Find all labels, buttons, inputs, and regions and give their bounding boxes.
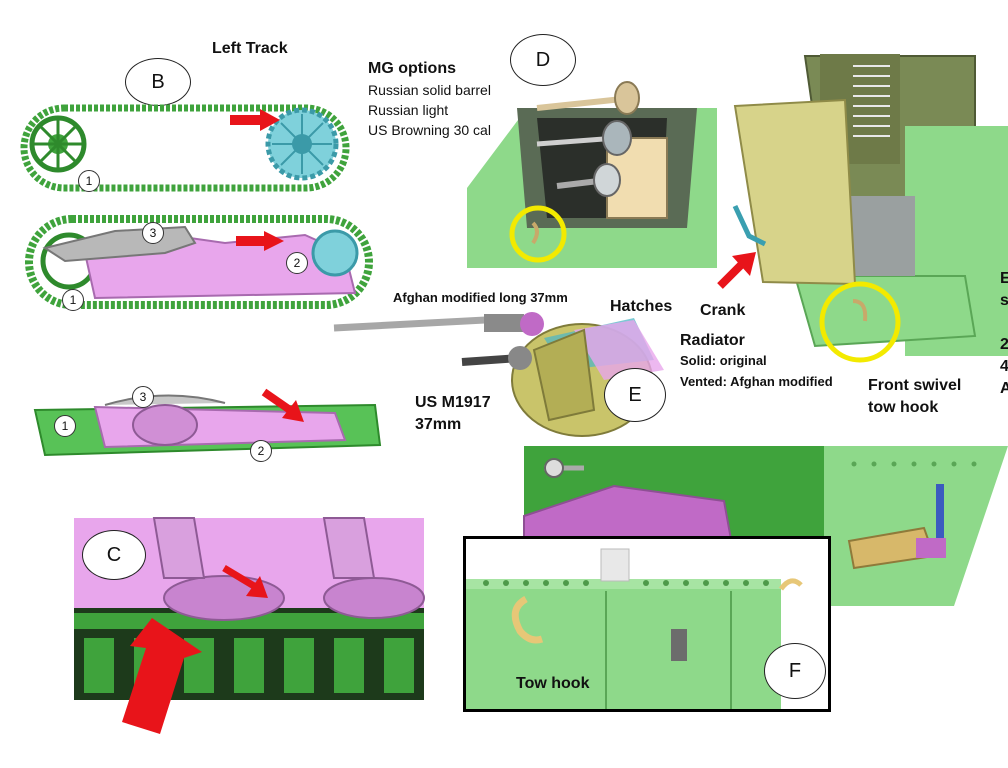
crank-label: Crank: [700, 302, 746, 319]
mg-mount-illustration: [467, 81, 717, 268]
red-arrow-icon: [236, 231, 284, 251]
red-arrow-icon: [261, 388, 304, 422]
edge-char-2: s: [1000, 292, 1008, 309]
callout-b: B: [125, 58, 191, 106]
red-arrow-icon: [717, 252, 756, 289]
red-arrow-icon: [222, 564, 268, 598]
radiator-illustration: [732, 54, 1008, 363]
part-number-1: 1: [78, 170, 100, 192]
callout-d: D: [510, 34, 576, 86]
us-m1917-caliber-label: 37mm: [415, 416, 462, 433]
red-arrow-icon: [230, 109, 280, 131]
mg-option-2: Russian light: [368, 102, 449, 118]
edge-char-1: E: [1000, 270, 1008, 287]
part-number-2: 2: [286, 252, 308, 274]
front-tow-hook-label: tow hook: [868, 399, 939, 416]
tow-hook-label: Tow hook: [516, 675, 590, 692]
edge-char-5: A: [1000, 380, 1008, 397]
tow-hook-illustration: [466, 548, 803, 709]
radiator-solid-label: Solid: original: [680, 353, 767, 368]
left-track-title: Left Track: [212, 40, 288, 57]
part-number-1: 1: [54, 415, 76, 437]
track-perspective-illustration: [33, 394, 382, 457]
mg-option-3: US Browning 30 cal: [368, 122, 491, 138]
edge-char-3: 2: [1000, 336, 1008, 353]
part-number-2: 2: [250, 440, 272, 462]
edge-char-4: 4: [1000, 358, 1008, 375]
part-number-3: 3: [142, 222, 164, 244]
mg-option-1: Russian solid barrel: [368, 82, 491, 98]
radiator-title: Radiator: [680, 332, 745, 349]
turret-illustration: [333, 312, 664, 437]
hatches-label: Hatches: [610, 298, 673, 315]
us-m1917-label: US M1917: [415, 394, 491, 411]
part-number-3: 3: [132, 386, 154, 408]
callout-e: E: [604, 368, 666, 422]
callout-c: C: [82, 530, 146, 580]
part-number-1: 1: [62, 289, 84, 311]
suspension-detail-illustration: [74, 517, 425, 700]
big-red-arrow-icon: [122, 618, 202, 734]
track-top-illustration: [20, 104, 350, 192]
afghan-gun-label: Afghan modified long 37mm: [393, 290, 568, 305]
callout-f: F: [764, 643, 826, 699]
front-swivel-label: Front swivel: [868, 377, 962, 394]
radiator-vented-label: Vented: Afghan modified: [680, 374, 833, 389]
mg-options-title: MG options: [368, 60, 456, 77]
tow-hook-inset: Tow hook F: [463, 536, 831, 712]
